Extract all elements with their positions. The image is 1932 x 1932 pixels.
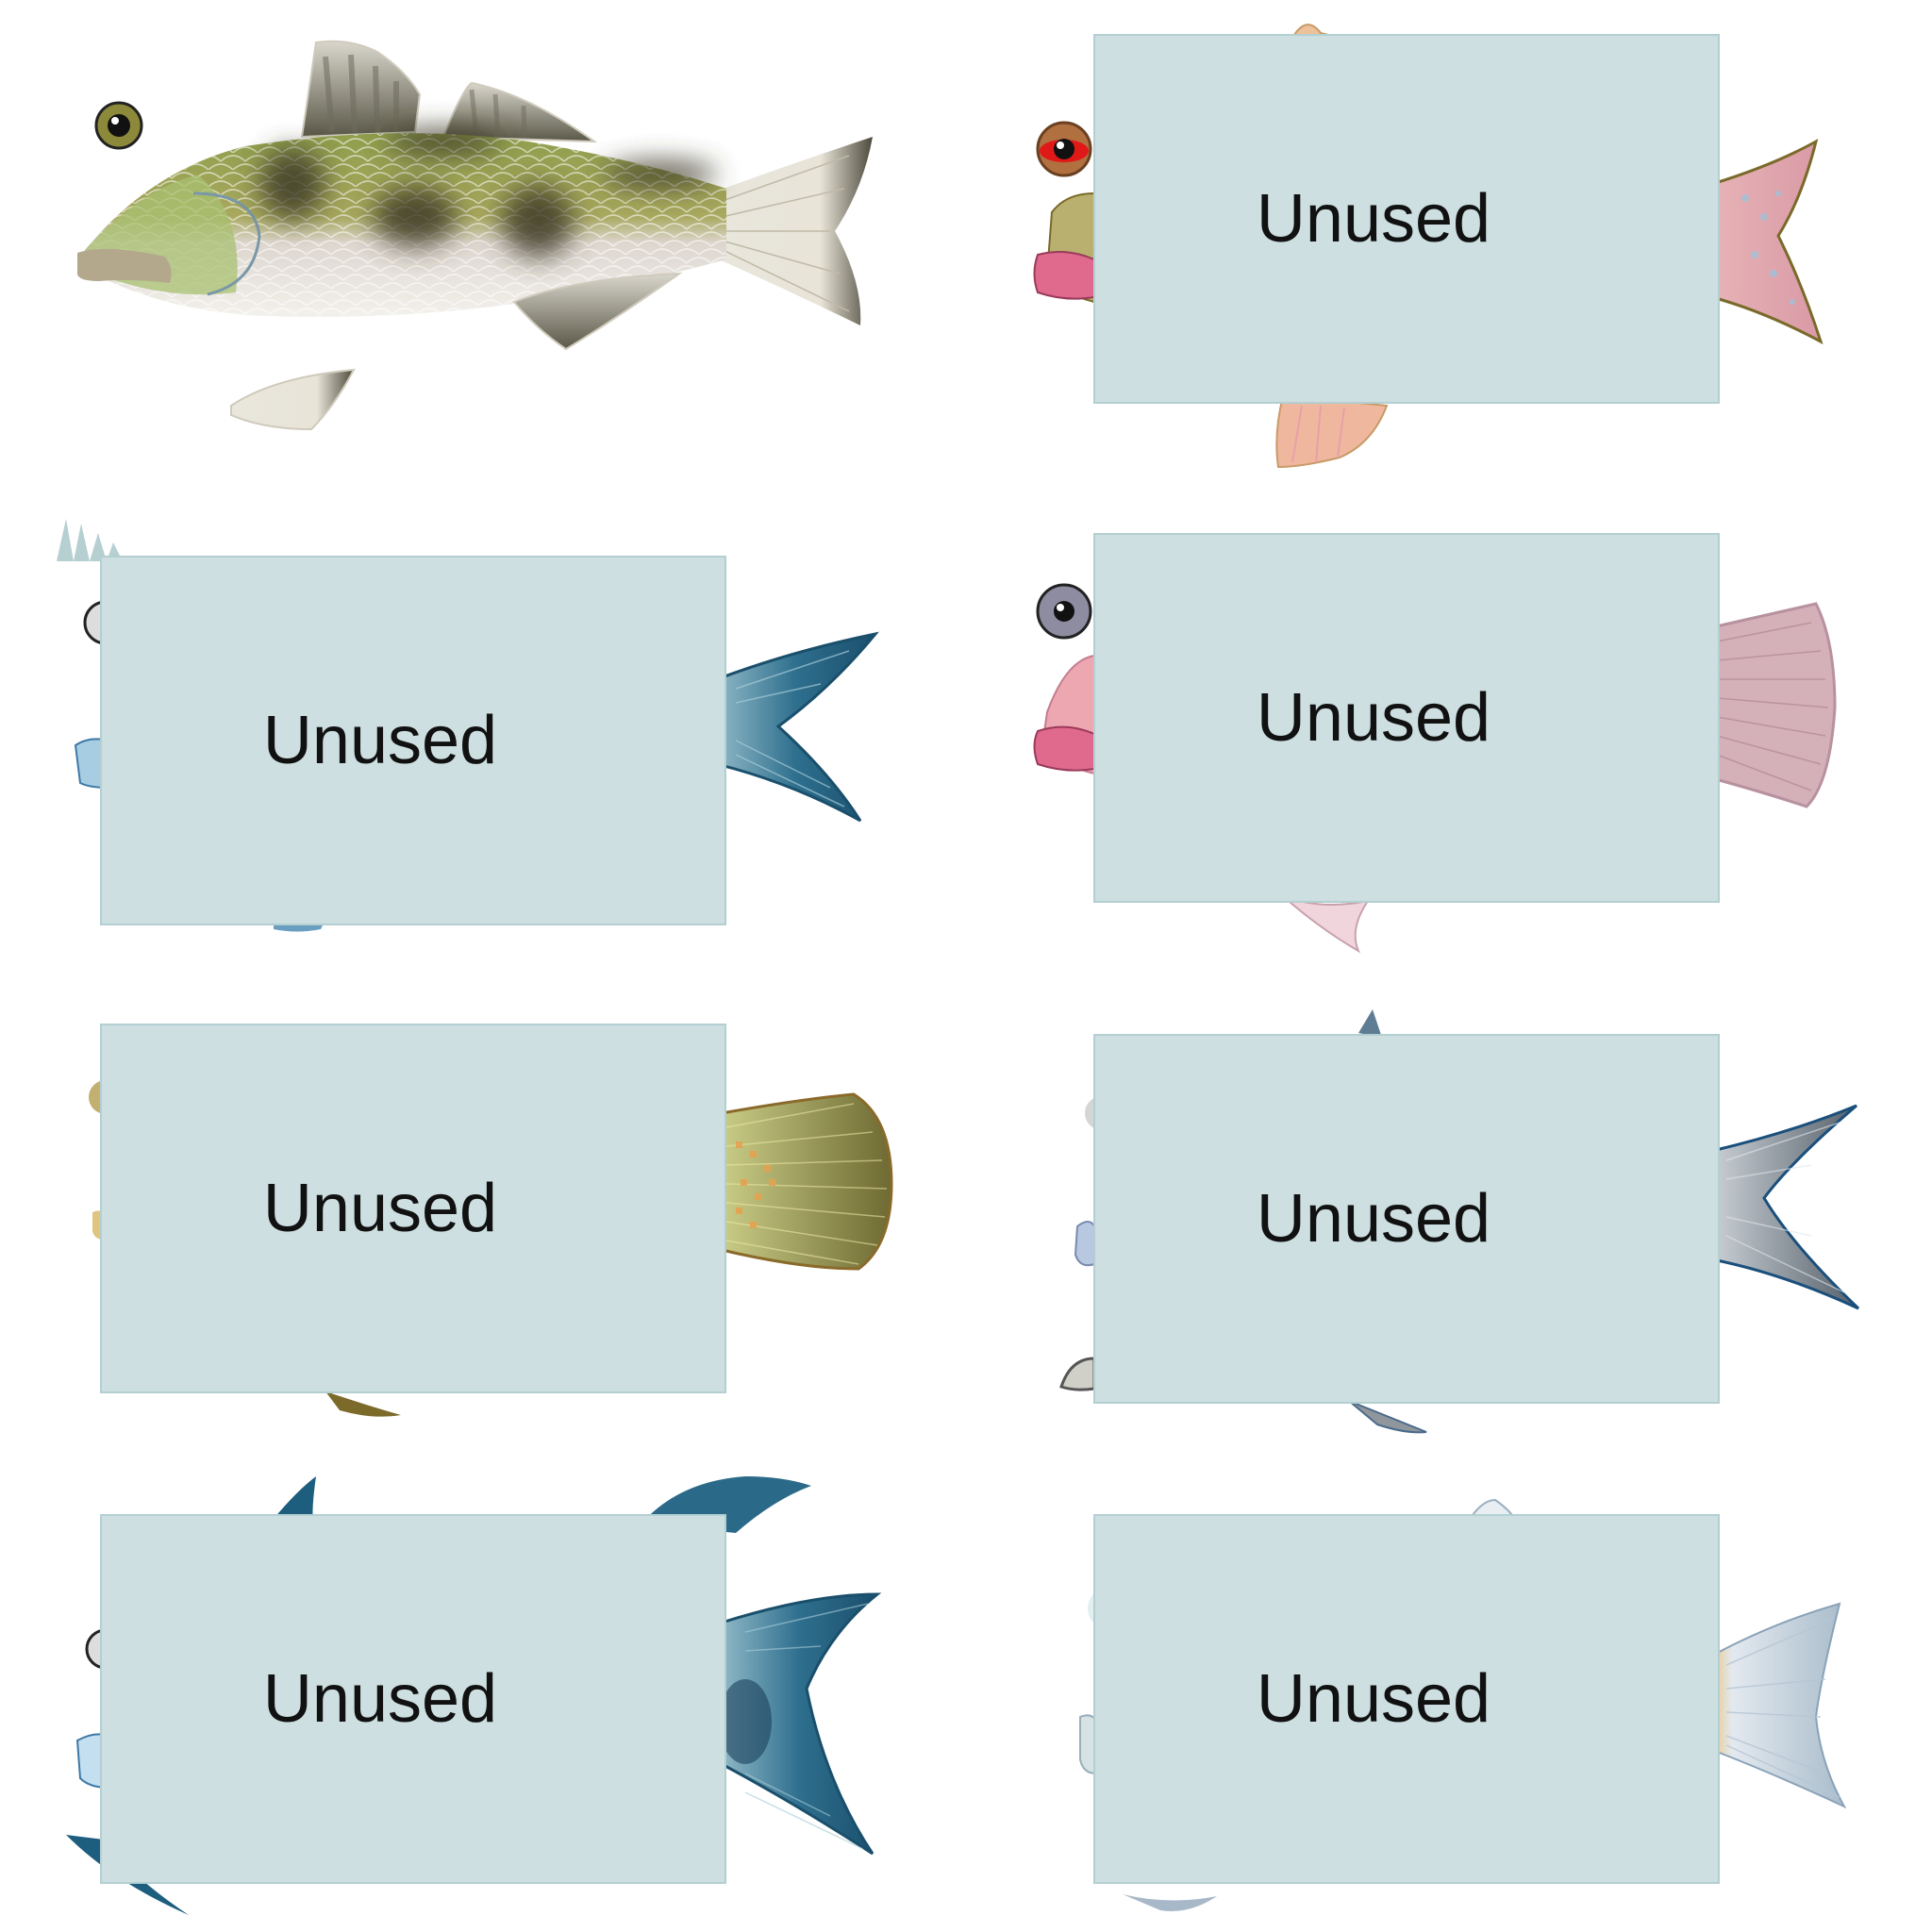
panel-label: Unused [1256, 181, 1491, 257]
panel-label: Unused [1256, 1661, 1491, 1737]
mauve-fish [1033, 583, 1837, 954]
panel-label: Unused [262, 1661, 498, 1737]
mouth [76, 248, 172, 283]
dorsal-spines [57, 519, 142, 561]
dorsal-fin [300, 40, 422, 139]
dorsal-fin [1358, 1009, 1382, 1038]
panel-label: Unused [262, 1171, 498, 1246]
panel-label: Unused [1256, 1181, 1491, 1257]
tail-fin [720, 1592, 882, 1856]
mouth [1033, 250, 1095, 300]
anal-fin [1282, 895, 1371, 954]
unused-panel: Unused [100, 556, 726, 925]
tail-fin [1710, 1104, 1860, 1310]
unused-panel: Unused [1093, 533, 1720, 903]
tail-fin [1711, 1602, 1847, 1809]
panel-label: Unused [262, 703, 498, 778]
unused-panel: Unused [1093, 1514, 1720, 1884]
tail-fin [720, 1092, 893, 1271]
mouth [1033, 725, 1095, 772]
panel-label: Unused [1256, 680, 1491, 756]
unused-panel: Unused [100, 1024, 726, 1393]
tail-fin [1710, 139, 1824, 345]
pelvic-fin [230, 368, 356, 431]
pink-wrasse-fish [1033, 24, 1824, 469]
anal-fin [512, 272, 683, 351]
tail-fin [715, 631, 879, 823]
second-dorsal-fin [441, 81, 598, 143]
unused-panel: Unused [1093, 34, 1720, 404]
olive-fish [89, 1080, 893, 1417]
green-bass-fish [76, 40, 873, 431]
dorsal-fin [274, 1476, 316, 1524]
unused-panel: Unused [100, 1514, 726, 1884]
unused-panel: Unused [1093, 1034, 1720, 1404]
tail-fin [1710, 602, 1837, 808]
